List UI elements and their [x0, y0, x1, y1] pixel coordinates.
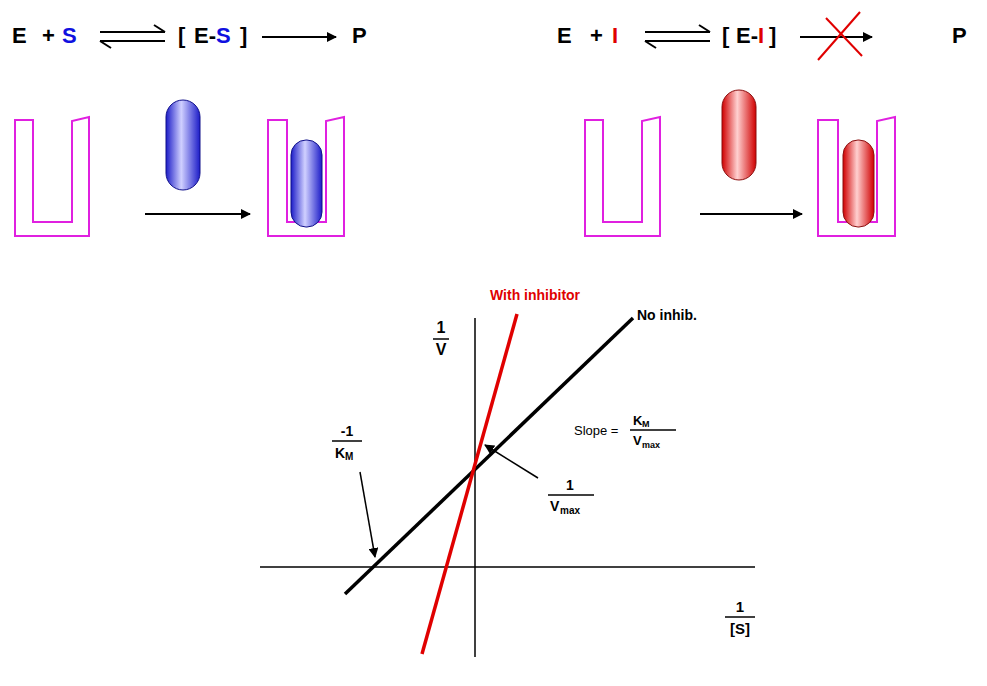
- inhibitor-symbol: I: [612, 24, 618, 48]
- intercept-label: 1: [566, 478, 574, 492]
- intercept-label: -1: [341, 424, 353, 438]
- bracket: [: [722, 24, 729, 48]
- intercept-label: V: [550, 499, 559, 513]
- x-axis: [260, 566, 755, 568]
- leader-arrow: [360, 472, 375, 557]
- substrate-shape: [166, 100, 200, 190]
- subscript: M: [642, 420, 650, 429]
- reaction-arrow: [262, 36, 336, 38]
- plot-line-inhibitor: [422, 314, 517, 654]
- substrate-symbol: S: [216, 24, 231, 48]
- species-symbol: E: [557, 24, 572, 48]
- inhibitor-symbol: I: [758, 24, 764, 48]
- inhibitor-shape: [722, 90, 756, 180]
- axis-label: 1: [437, 320, 446, 336]
- axis-label: 1: [736, 599, 744, 614]
- subscript: max: [642, 441, 660, 450]
- axis-label: [S]: [730, 621, 750, 636]
- formula-text: Slope =: [574, 424, 618, 437]
- subscript: M: [345, 452, 353, 462]
- species-symbol: E: [12, 24, 27, 48]
- bracket: ]: [240, 24, 247, 48]
- operator: +: [42, 24, 55, 48]
- bracket: ]: [769, 24, 776, 48]
- formula-symbol: V: [633, 434, 642, 447]
- enzyme-shape: [15, 117, 895, 236]
- inhibitor-shape: [843, 140, 874, 227]
- product-symbol: P: [952, 24, 967, 48]
- blocked-cross: [818, 12, 862, 60]
- series-label: With inhibitor: [490, 288, 580, 302]
- y-axis: [474, 318, 476, 657]
- leader-arrow: [485, 445, 538, 478]
- product-symbol: P: [352, 24, 367, 48]
- binding-arrow: [700, 213, 802, 215]
- equilibrium-arrows: [645, 25, 710, 48]
- fraction-bars: [332, 339, 755, 617]
- subscript: max: [560, 506, 580, 516]
- axis-label: V: [436, 342, 447, 358]
- operator: +: [590, 24, 603, 48]
- series-label: No inhib.: [637, 308, 697, 322]
- formula-symbol: K: [633, 414, 642, 427]
- species-symbol: E-: [194, 24, 216, 48]
- reaction-arrow: [800, 36, 872, 38]
- substrate-shape: [291, 140, 322, 227]
- binding-arrow: [145, 213, 250, 215]
- bracket: [: [178, 24, 185, 48]
- plot-line: [345, 318, 633, 594]
- species-symbol: E-: [736, 24, 758, 48]
- equilibrium-arrows: [100, 25, 165, 48]
- intercept-label: K: [335, 446, 345, 460]
- substrate-symbol: S: [62, 24, 77, 48]
